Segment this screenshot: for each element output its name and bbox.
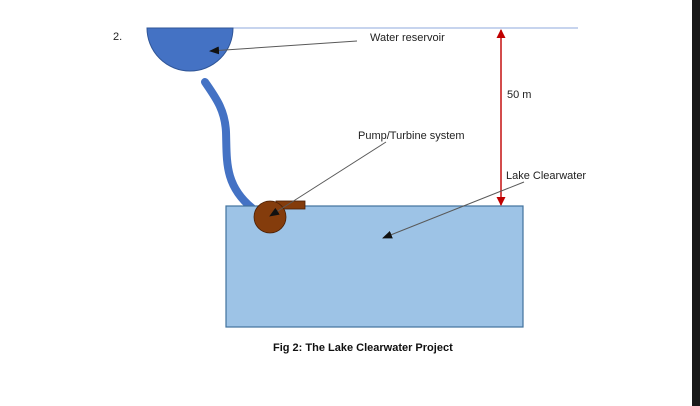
lake-label: Lake Clearwater (506, 170, 586, 182)
question-number: 2. (113, 31, 122, 43)
reservoir-leader-line (209, 40, 358, 55)
reservoir-label: Water reservoir (370, 32, 445, 44)
water-reservoir (146, 27, 234, 72)
page-edge (692, 0, 700, 406)
pump-leader-line (269, 141, 387, 217)
pump-label: Pump/Turbine system (358, 130, 465, 142)
lake-leader-line (382, 181, 525, 239)
pump-body (253, 200, 287, 234)
figure-caption: Fig 2: The Lake Clearwater Project (273, 342, 453, 354)
height-label: 50 m (507, 89, 531, 101)
pipe (201, 78, 256, 212)
